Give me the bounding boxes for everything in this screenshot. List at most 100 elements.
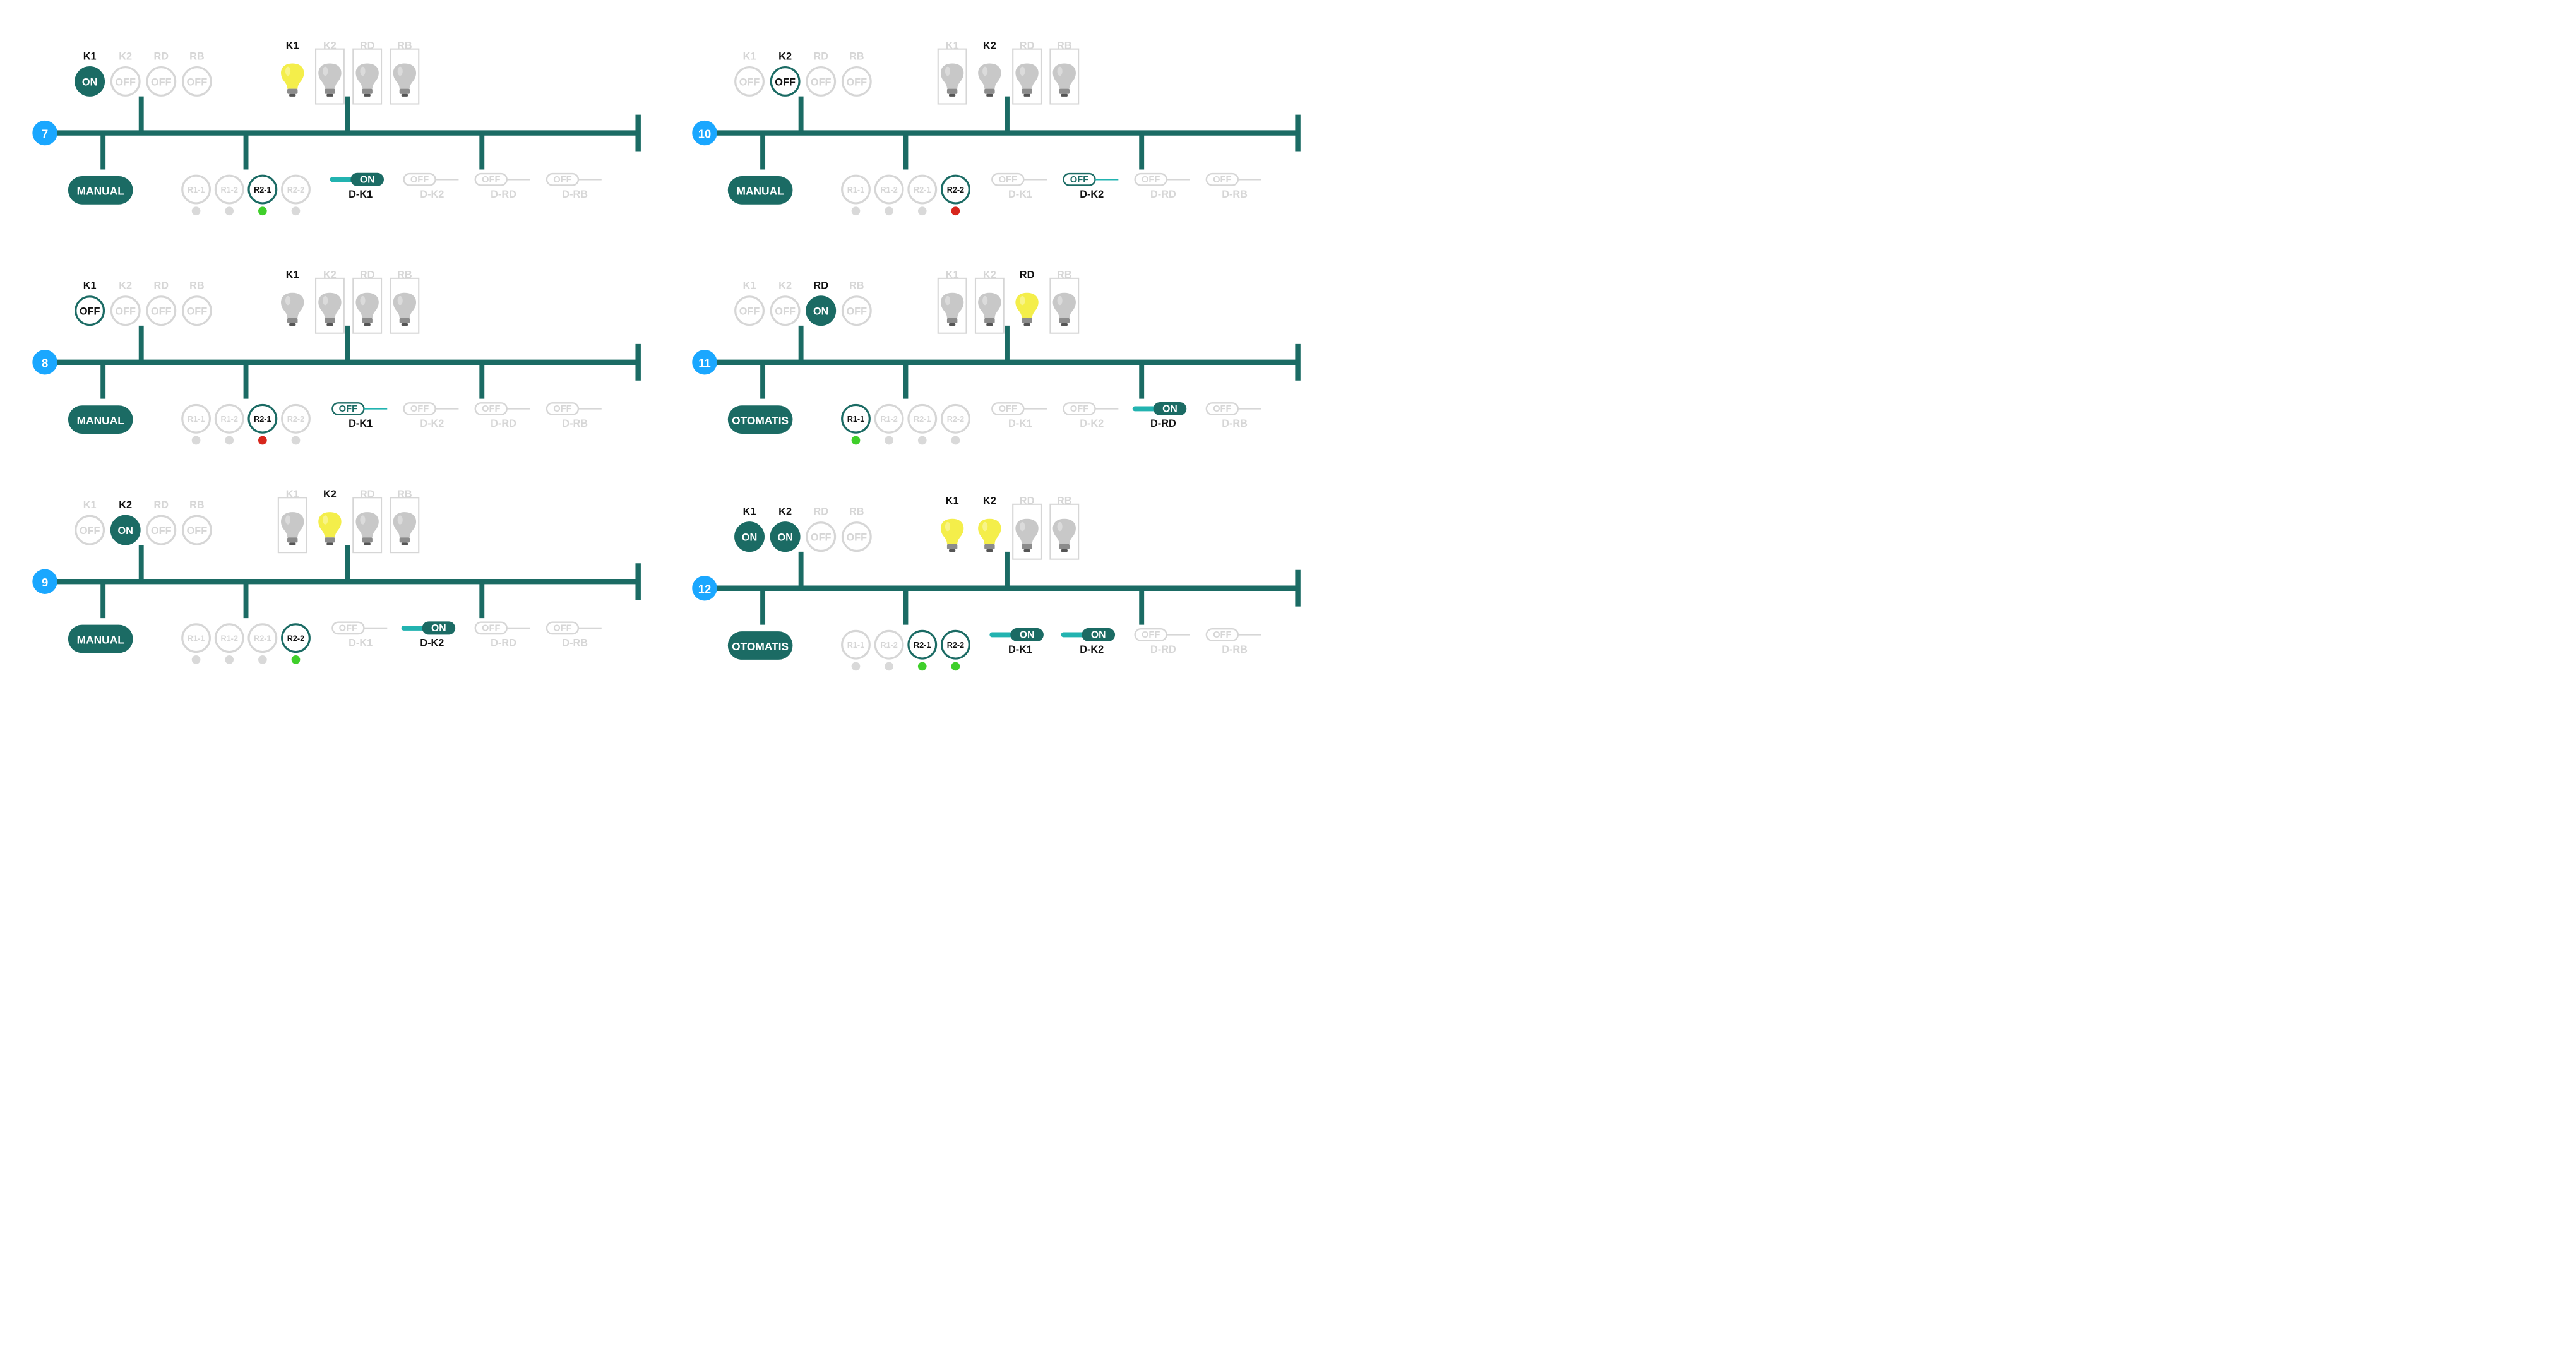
relay-r2-1[interactable]: R2-1	[907, 403, 938, 445]
toggle-knob[interactable]	[350, 172, 384, 186]
relay-r2-1[interactable]: R2-1	[907, 174, 938, 216]
relay-circle[interactable]	[181, 174, 212, 205]
relay-r1-2[interactable]: R1-2	[874, 174, 904, 216]
relay-circle[interactable]	[214, 403, 244, 434]
relay-r1-2[interactable]: R1-2	[214, 403, 244, 445]
button-circle[interactable]	[110, 295, 141, 326]
button-circle[interactable]	[841, 521, 872, 552]
relay-r1-1[interactable]: R1-1	[181, 623, 212, 664]
button-circle[interactable]	[75, 515, 105, 545]
toggle-d-k2[interactable]: OND-K2	[401, 621, 456, 649]
button-circle[interactable]	[181, 295, 212, 326]
relay-circle[interactable]	[940, 629, 970, 660]
relay-circle[interactable]	[940, 174, 970, 205]
relay-r1-2[interactable]: R1-2	[214, 174, 244, 216]
mode-pill[interactable]	[68, 624, 133, 653]
toggle-knob[interactable]	[1153, 402, 1187, 415]
button-circle[interactable]	[110, 66, 141, 97]
relay-circle[interactable]	[841, 403, 871, 434]
button-circle[interactable]	[75, 66, 105, 97]
relay-circle[interactable]	[214, 623, 244, 653]
toggle-d-k2[interactable]: OND-K2	[1061, 628, 1116, 655]
button-circle[interactable]	[75, 295, 105, 326]
button-circle[interactable]	[770, 295, 801, 326]
button-circle[interactable]	[806, 295, 837, 326]
relay-r2-1[interactable]: R2-1	[907, 629, 938, 671]
button-circle[interactable]	[841, 295, 872, 326]
relay-circle[interactable]	[874, 403, 904, 434]
relay-circle[interactable]	[874, 174, 904, 205]
mode-pill[interactable]	[68, 176, 133, 205]
button-circle[interactable]	[806, 521, 837, 552]
relay-r2-1[interactable]: R2-1	[247, 174, 278, 216]
relay-r1-2[interactable]: R1-2	[874, 629, 904, 671]
relay-circle[interactable]	[247, 403, 278, 434]
relay-circle[interactable]	[907, 174, 938, 205]
toggle-d-k1[interactable]: OND-K1	[989, 628, 1044, 655]
button-circle[interactable]	[146, 66, 177, 97]
mode-pill[interactable]	[727, 176, 793, 205]
relay-r1-2[interactable]: R1-2	[214, 623, 244, 664]
relay-r2-2[interactable]: R2-2	[940, 403, 970, 445]
relay-circle[interactable]	[247, 174, 278, 205]
toggle-knob[interactable]	[1082, 628, 1116, 641]
toggle-knob[interactable]	[991, 172, 1025, 186]
relay-r2-2[interactable]: R2-2	[940, 629, 970, 671]
button-circle[interactable]	[806, 66, 837, 97]
toggle-d-rd[interactable]: OND-RD	[1132, 402, 1187, 429]
mode-pill[interactable]	[727, 405, 793, 434]
button-circle[interactable]	[734, 521, 765, 552]
toggle-knob[interactable]	[991, 402, 1025, 415]
relay-circle[interactable]	[841, 174, 871, 205]
relay-r2-1[interactable]: R2-1	[247, 623, 278, 664]
relay-r2-2[interactable]: R2-2	[281, 174, 311, 216]
toggle-d-k1[interactable]: OND-K1	[330, 172, 384, 200]
button-circle[interactable]	[146, 295, 177, 326]
relay-circle[interactable]	[907, 403, 938, 434]
relay-circle[interactable]	[281, 623, 311, 653]
button-circle[interactable]	[181, 66, 212, 97]
relay-circle[interactable]	[181, 623, 212, 653]
button-circle[interactable]	[770, 521, 801, 552]
button-circle[interactable]	[181, 515, 212, 545]
button-circle[interactable]	[770, 66, 801, 97]
relay-r1-1[interactable]: R1-1	[181, 174, 212, 216]
button-circle[interactable]	[734, 66, 765, 97]
relay-circle[interactable]	[841, 629, 871, 660]
button-circle[interactable]	[734, 295, 765, 326]
relay-circle[interactable]	[940, 403, 970, 434]
mode-pill[interactable]	[727, 631, 793, 660]
